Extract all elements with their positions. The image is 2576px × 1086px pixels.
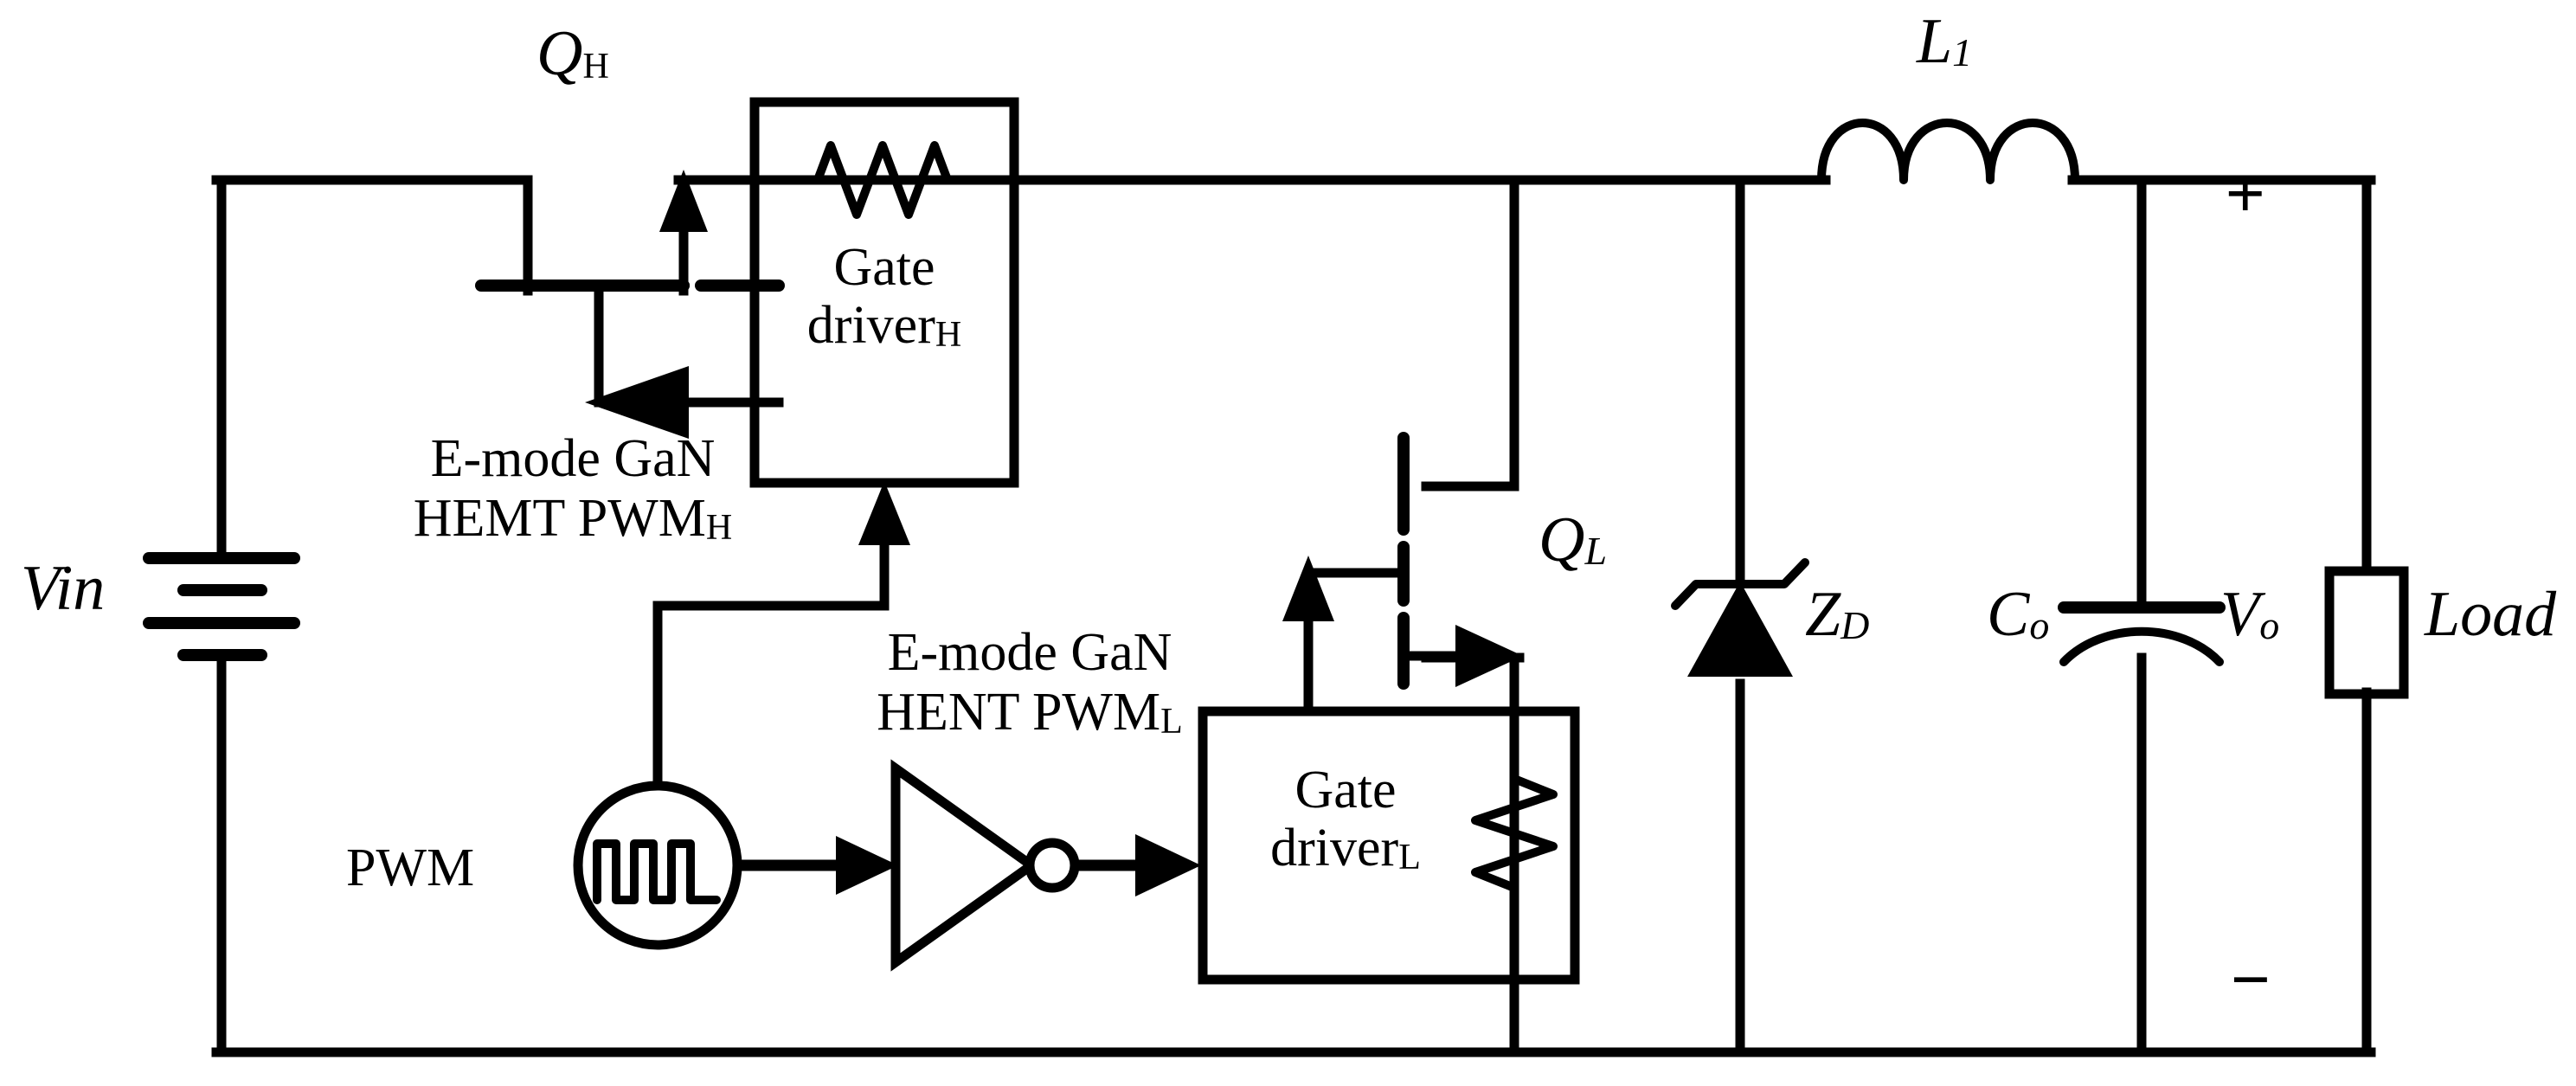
polarity-plus-text: + xyxy=(2226,155,2265,231)
gate-driver-low xyxy=(1198,556,1580,985)
label-output-voltage-base: V xyxy=(2220,579,2260,650)
load-resistor-box xyxy=(2324,566,2409,699)
label-q-low-sub: L xyxy=(1584,529,1608,574)
label-pwm-source: PWM xyxy=(346,838,474,899)
label-inductor-base: L xyxy=(1917,6,1953,77)
label-gate-driver-low: Gate driverL xyxy=(1203,761,1488,878)
ql-source-arrow xyxy=(1455,625,1523,687)
inverter xyxy=(890,759,1080,972)
label-pwm-source-text: PWM xyxy=(346,839,475,897)
polarity-minus: − xyxy=(2231,940,2271,1019)
label-gate-driver-high-sub: H xyxy=(935,315,962,356)
wire-pwm-to-inverter xyxy=(741,836,898,895)
label-capacitor-base: C xyxy=(1987,579,2030,650)
label-capacitor: Co xyxy=(1987,578,2049,652)
wire-inverter-to-driver-low xyxy=(1078,834,1201,896)
note-high-line2: HEMT PWM xyxy=(413,489,706,549)
label-q-low: QL xyxy=(1539,504,1607,577)
label-capacitor-sub: o xyxy=(2029,603,2050,648)
label-q-low-base: Q xyxy=(1539,504,1585,575)
inverter-bubble-icon xyxy=(1025,838,1080,893)
gate-driver-high-input-arrow xyxy=(858,481,910,545)
note-high-side: E-mode GaN HEMT PWMH xyxy=(374,429,772,549)
polarity-plus: + xyxy=(2226,154,2265,233)
low-side-transistor xyxy=(1303,432,1523,690)
label-output-voltage-sub: o xyxy=(2259,603,2280,648)
output-capacitor xyxy=(2058,601,2226,666)
label-gate-driver-low-sub: L xyxy=(1398,838,1421,878)
label-gate-driver-low-line1: Gate xyxy=(1294,761,1397,819)
label-inductor-sub: 1 xyxy=(1952,30,1973,75)
zener-triangle xyxy=(1687,582,1793,677)
pwm-inverter-arrow xyxy=(836,836,898,895)
qh-gate-arrow xyxy=(585,366,689,439)
inductor-coils xyxy=(1817,119,2079,184)
label-load: Load xyxy=(2425,578,2556,652)
qh-source-arrow xyxy=(659,170,708,232)
note-high-line1: E-mode GaN xyxy=(430,429,716,488)
gate-resistor-low xyxy=(1471,757,1558,922)
gate-driver-high xyxy=(652,97,1019,827)
label-input-source-text: Vin xyxy=(21,553,106,624)
output-inductor xyxy=(1817,119,2079,184)
label-q-high-base: Q xyxy=(536,18,583,89)
note-low-sub: L xyxy=(1160,702,1183,742)
note-low-line1: E-mode GaN xyxy=(887,623,1172,682)
high-side-transistor xyxy=(475,170,785,439)
label-zener-sub: D xyxy=(1840,603,1870,648)
label-output-voltage: Vo xyxy=(2220,578,2279,652)
gate-resistor-high xyxy=(774,141,1018,219)
label-inductor: L1 xyxy=(1917,5,1972,79)
inverter-triangle xyxy=(890,759,1040,972)
pwm-source xyxy=(573,781,742,950)
label-zener: ZD xyxy=(1805,578,1869,652)
zener-diode xyxy=(1671,558,1809,677)
label-gate-driver-low-line2: driver xyxy=(1270,818,1399,877)
wire-pwm-to-driver-high xyxy=(652,601,890,827)
gate-driver-low-output-arrow xyxy=(1282,556,1334,621)
label-q-high-sub: H xyxy=(582,47,609,87)
label-gate-driver-high: Gate driverH xyxy=(755,239,1014,356)
label-input-source: Vin xyxy=(21,552,105,626)
input-voltage-source xyxy=(143,552,300,661)
note-low-line2: HENT PWM xyxy=(877,683,1161,742)
inverter-driver-arrow xyxy=(1135,834,1201,896)
zener-cathode-bar xyxy=(1671,558,1809,610)
gate-driver-low-box xyxy=(1198,706,1580,985)
label-zener-base: Z xyxy=(1805,579,1841,650)
label-gate-driver-high-line1: Gate xyxy=(833,238,935,297)
label-gate-driver-high-line2: driver xyxy=(806,295,935,355)
polarity-minus-text: − xyxy=(2231,941,2271,1017)
label-load-text: Load xyxy=(2425,579,2557,650)
wire-input-to-qh-drain xyxy=(211,175,533,291)
note-high-sub: H xyxy=(705,508,733,549)
label-q-high: QH xyxy=(536,17,609,91)
note-low-side: E-mode GaN HENT PWML xyxy=(826,623,1233,743)
load-resistor xyxy=(2324,566,2409,699)
capacitor-plate-curved xyxy=(2059,627,2224,666)
square-wave-icon xyxy=(593,839,721,904)
